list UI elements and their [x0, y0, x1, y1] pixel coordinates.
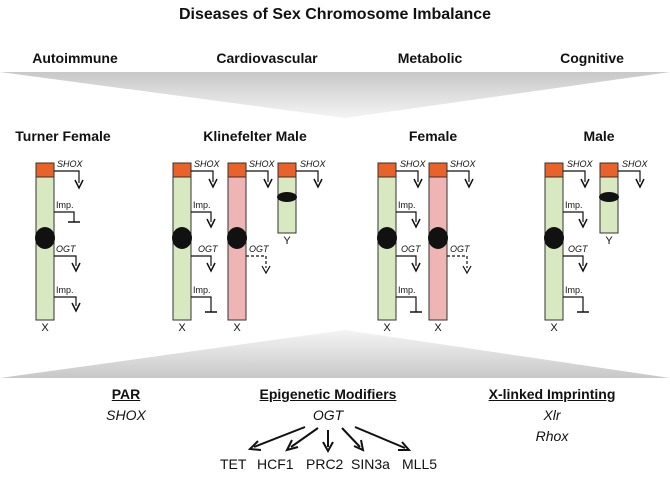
ogt-label: OGT [249, 244, 270, 254]
ogt-label: OGT [56, 244, 77, 254]
diagram-title: Diseases of Sex Chromosome Imbalance [178, 6, 492, 23]
centromere [35, 227, 55, 249]
epigenetic-item-ogt: OGT [312, 407, 344, 423]
ogt-label: OGT [568, 244, 589, 254]
imprinting-item-rhox: Rhox [535, 428, 569, 444]
group-klinefelter-male: Klinefelter Male [203, 128, 307, 144]
category-cognitive: Cognitive [560, 50, 624, 66]
chromosome-label-x: X [550, 322, 558, 334]
shox-label: SHOX [450, 159, 477, 169]
ogt-target-mll5: MLL5 [402, 456, 438, 472]
male-diagram [544, 162, 645, 321]
imp-label: Imp. [398, 200, 416, 210]
ogt-label: OGT [450, 244, 471, 254]
shox-label: SHOX [249, 159, 276, 169]
female-diagram [377, 162, 474, 321]
ogt-label: OGT [401, 244, 422, 254]
shox-arrow [54, 170, 80, 183]
klinefelter-male-diagram [172, 162, 323, 321]
imp-repressor [54, 211, 75, 222]
imp-label: Imp. [193, 285, 211, 295]
section-heading-epigenetic: Epigenetic Modifiers [259, 386, 397, 402]
category-metabolic: Metabolic [397, 50, 463, 66]
ogt-target-arrows [247, 426, 412, 454]
imp-label: Imp. [565, 200, 583, 210]
imp-label: Imp. [56, 285, 74, 295]
ogt-target-tet: TET [220, 456, 247, 472]
category-cardiovascular: Cardiovascular [216, 50, 318, 66]
group-turner-female: Turner Female [15, 128, 111, 144]
par-item-shox: SHOX [106, 407, 146, 423]
section-heading-imprinting: X-linked Imprinting [488, 386, 616, 402]
imp-label: Imp. [398, 285, 416, 295]
imp-label: Imp. [193, 200, 211, 210]
ogt-target-hcf1: HCF1 [257, 456, 294, 472]
ogt-target-prc2: PRC2 [306, 456, 344, 472]
shox-label: SHOX [622, 159, 649, 169]
category-autoimmune: Autoimmune [32, 50, 118, 66]
shox-label: SHOX [567, 159, 594, 169]
top-funnel [0, 72, 670, 118]
ogt-target-sin3a: SIN3a [351, 456, 390, 472]
chromosome-label-x: X [178, 322, 186, 334]
shox-label: SHOX [300, 159, 327, 169]
imp-label: Imp. [56, 200, 74, 210]
shox-label: SHOX [400, 159, 427, 169]
chromosome-label-x: X [233, 322, 241, 334]
chromosome-label-y: Y [605, 235, 613, 247]
chromosome-label-x: X [41, 322, 49, 334]
imp2-arrow [54, 296, 77, 306]
bottom-funnel [0, 330, 670, 378]
shox-label: SHOX [57, 159, 84, 169]
chromosome-label-x: X [383, 322, 391, 334]
turner-female-diagram [35, 162, 84, 321]
group-male: Male [583, 128, 615, 144]
group-female: Female [408, 128, 458, 144]
ogt-label: OGT [198, 244, 219, 254]
imprinting-item-xlr: Xlr [543, 407, 561, 423]
shox-label: SHOX [194, 159, 221, 169]
chromosome-label-y: Y [283, 235, 291, 247]
section-heading-par: PAR [111, 386, 141, 402]
ogt-arrow [54, 255, 77, 266]
par-cap [35, 162, 55, 178]
imp-label: Imp. [565, 285, 583, 295]
chromosome-label-x: X [434, 322, 442, 334]
